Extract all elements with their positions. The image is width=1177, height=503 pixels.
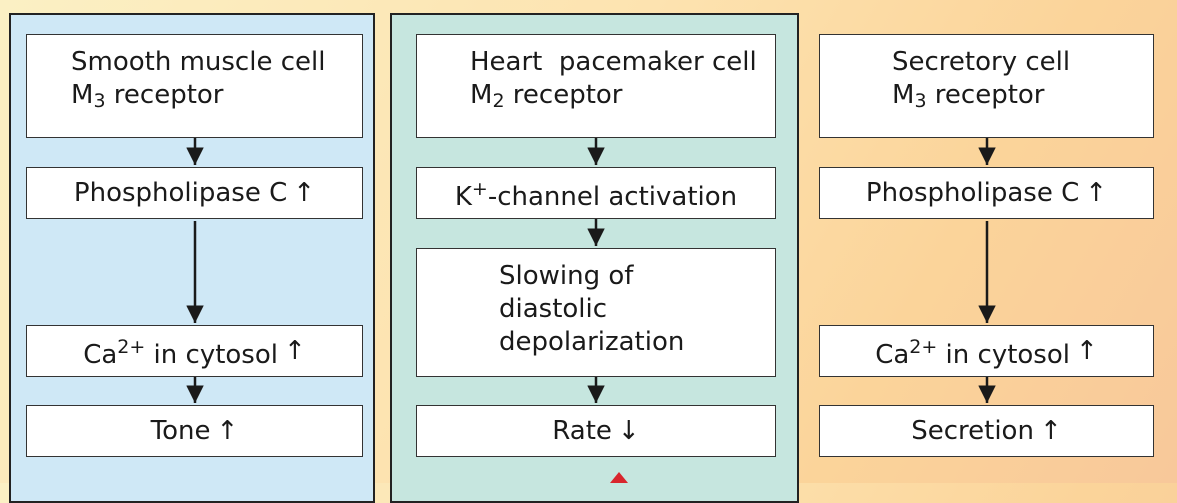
secretion-label: Secretion xyxy=(911,415,1034,446)
secretory-calcium-box: Ca2+ in cytosol↑ xyxy=(819,325,1154,377)
secretory-receptor-label: M3 receptor xyxy=(892,80,1045,112)
heart-pacemaker-cell-label: Heart pacemaker cell xyxy=(470,47,757,77)
smooth-muscle-receptor-label: M3 receptor xyxy=(71,80,224,112)
secretory-title-box: Secretory cell M3 receptor xyxy=(819,34,1154,138)
flow-arrows xyxy=(186,138,996,483)
diastolic-depolarization-box: Slowing of diastolic depolarization xyxy=(416,248,776,377)
heart-receptor-label: M2 receptor xyxy=(470,80,623,112)
potassium-channel-label: K+-channel activation xyxy=(454,177,738,212)
smooth-muscle-cell-label: Smooth muscle cell xyxy=(71,47,326,77)
up-arrow-icon: ↑ xyxy=(1039,415,1062,446)
diastolic-label: diastolic xyxy=(499,294,608,324)
tone-label: Tone xyxy=(150,415,211,446)
potassium-channel-box: K+-channel activation xyxy=(416,167,776,219)
slowing-of-label: Slowing of xyxy=(499,261,634,291)
heart-title-box: Heart pacemaker cell M2 receptor xyxy=(416,34,776,138)
depolarization-label: depolarization xyxy=(499,327,685,357)
up-arrow-icon: ↑ xyxy=(1085,177,1108,208)
secretory-phospholipase-box: Phospholipase C↑ xyxy=(819,167,1154,219)
red-arrowhead-icon xyxy=(610,472,628,483)
up-arrow-icon: ↑ xyxy=(1076,335,1098,366)
smooth-phospholipase-box: Phospholipase C↑ xyxy=(26,167,363,219)
up-arrow-icon: ↑ xyxy=(293,177,316,208)
up-arrow-icon: ↑ xyxy=(216,415,239,446)
rate-label: Rate xyxy=(552,415,612,446)
smooth-muscle-title-box: Smooth muscle cell M3 receptor xyxy=(26,34,363,138)
secretory-cell-label: Secretory cell xyxy=(892,47,1071,77)
smooth-calcium-label: Ca2+ in cytosol xyxy=(83,335,278,370)
secretory-calcium-label: Ca2+ in cytosol xyxy=(875,335,1070,370)
secretion-box: Secretion↑ xyxy=(819,405,1154,457)
smooth-tone-box: Tone↑ xyxy=(26,405,363,457)
secretory-phospholipase-label: Phospholipase C xyxy=(865,177,1080,208)
smooth-calcium-box: Ca2+ in cytosol↑ xyxy=(26,325,363,377)
up-arrow-icon: ↑ xyxy=(284,335,306,366)
heart-rate-box: Rate↓ xyxy=(416,405,776,457)
down-arrow-icon: ↓ xyxy=(617,415,640,446)
smooth-phospholipase-label: Phospholipase C xyxy=(73,177,288,208)
